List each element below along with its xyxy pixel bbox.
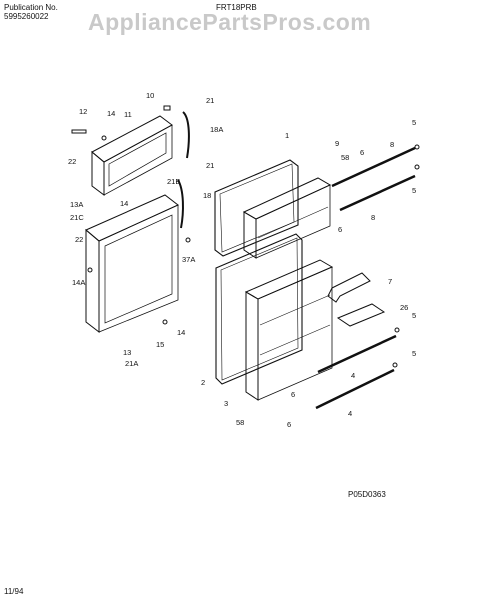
cap-5a (414, 144, 420, 150)
callout: 18 (203, 191, 211, 200)
callout: 21 (206, 96, 214, 105)
callout: 15 (156, 340, 164, 349)
callout: 58 (236, 418, 244, 427)
callout: 5 (412, 349, 416, 358)
callout: 8 (371, 213, 375, 222)
callout: 6 (287, 420, 291, 429)
strip-12 (71, 129, 87, 134)
callout: 5 (412, 186, 416, 195)
model-number: FRT18PRB (216, 3, 257, 12)
rail-8-upper (331, 146, 416, 188)
fresh-food-inner-door (244, 259, 334, 401)
callout-labels: 12 14 11 10 21 18A 22 21 21B 18 13A 14 2… (68, 91, 416, 429)
callout: 6 (360, 148, 364, 157)
screw-37a (185, 237, 191, 243)
callout: 14 (177, 328, 185, 337)
callout: 2 (201, 378, 205, 387)
cap-5d (392, 362, 398, 368)
screw-14-lower (162, 319, 168, 325)
callout: 5 (412, 311, 416, 320)
callout: 37A (182, 255, 195, 264)
callout: 9 (335, 139, 339, 148)
callout: 22 (68, 157, 76, 166)
diagram-code: P05D0363 (348, 490, 386, 499)
callout: 6 (291, 390, 295, 399)
handle-18a (182, 111, 190, 159)
callout: 4 (351, 371, 355, 380)
callout: 5 (412, 118, 416, 127)
callout: 21C (70, 213, 84, 222)
fresh-food-gasket (215, 233, 303, 385)
callout: 10 (146, 91, 154, 100)
callout: 12 (79, 107, 87, 116)
freezer-gasket (214, 159, 299, 257)
publication-number: 5995260022 (4, 12, 49, 21)
callout: 14A (72, 278, 85, 287)
callout: 14 (107, 109, 115, 118)
hinge-block-10 (163, 105, 171, 111)
publication-label: Publication No. (4, 3, 58, 12)
callout: 21B (167, 177, 180, 186)
handle-18 (177, 179, 184, 229)
egg-tray (336, 303, 386, 327)
callout: 18A (210, 125, 223, 134)
freezer-inner-door (242, 177, 332, 259)
callout: 13 (123, 348, 131, 357)
print-date: 11/94 (4, 587, 24, 596)
rail-4-upper (317, 334, 397, 374)
callout: 3 (224, 399, 228, 408)
callout: 58 (341, 153, 349, 162)
callout: 8 (390, 140, 394, 149)
fresh-food-door-panel (85, 194, 179, 334)
callout: 21A (125, 359, 138, 368)
callout: 13A (70, 200, 83, 209)
watermark: AppliancePartsPros.com (88, 9, 372, 35)
rail-8-lower (339, 174, 416, 212)
callout: 6 (338, 225, 342, 234)
callout: 22 (75, 235, 83, 244)
callout: 4 (348, 409, 352, 418)
callout: 7 (388, 277, 392, 286)
cap-5c (394, 327, 400, 333)
dairy-door (327, 272, 371, 303)
callout: 21 (206, 161, 214, 170)
screw-14 (101, 135, 107, 141)
screw-14a (87, 267, 93, 273)
callout: 14 (120, 199, 128, 208)
cap-5b (414, 164, 420, 170)
callout: 1 (285, 131, 289, 140)
callout: 11 (124, 110, 132, 119)
rail-4-lower (315, 368, 395, 410)
freezer-door-panel (91, 115, 173, 196)
callout: 26 (400, 303, 408, 312)
